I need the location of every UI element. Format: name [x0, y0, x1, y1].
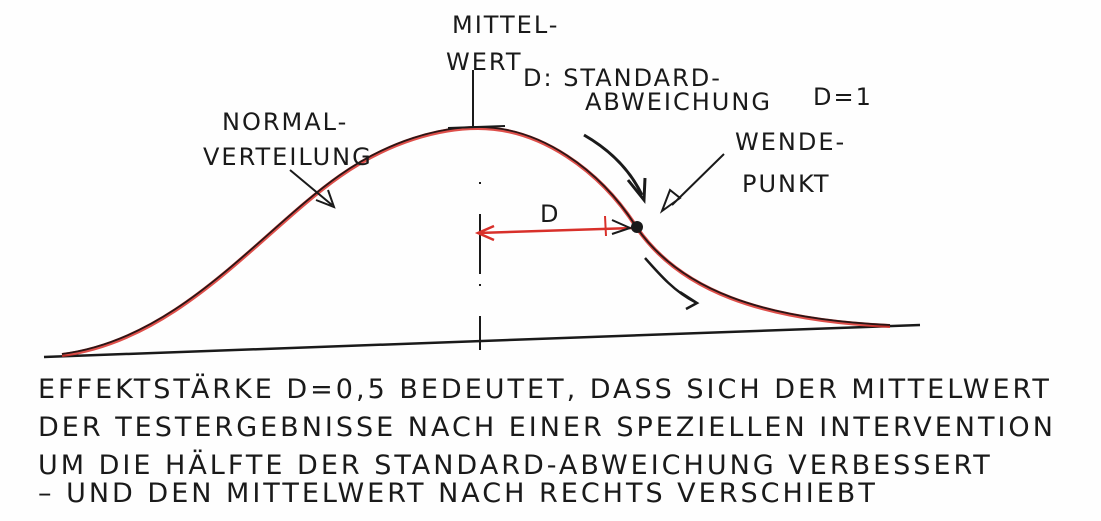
sd-arrow-head-right	[611, 219, 633, 235]
arrow-to-curve	[289, 169, 336, 209]
normal-label-line2: VERTEILUNG	[203, 143, 373, 171]
sd-arrow-head-left	[474, 224, 495, 242]
caption-line-2: DER TESTERGEBNISSE NACH EINER SPEZIELLEN…	[38, 412, 1056, 443]
mean-label-line1: MITTEL-	[452, 11, 559, 39]
arrow-to-inflection-point	[659, 153, 725, 214]
caption-line-1: EFFEKTSTÄRKE D=0,5 BEDEUTET, DASS SICH D…	[38, 373, 1052, 405]
arrow-head	[626, 177, 647, 205]
normal-label-line1: NORMAL-	[222, 108, 348, 136]
arrow-down-to-inflection	[583, 133, 644, 196]
caption-line-3: UM DIE HÄLFTE DER STANDARD-ABWEICHUNG VE…	[38, 449, 993, 481]
baseline	[43, 323, 921, 359]
sd-tick	[604, 215, 607, 237]
peak-tick	[447, 125, 506, 129]
sd-label-line1: D: STANDARD-	[523, 64, 722, 92]
caption-line-4: – UND DEN MITTELWERT NACH RECHTS VERSCHI…	[38, 478, 878, 509]
inflection-label-line1: WENDE-	[735, 128, 846, 156]
inflection-point	[631, 221, 643, 233]
arrow-along-tail	[644, 257, 700, 311]
sd-label-line2: ABWEICHUNG	[585, 88, 772, 116]
sd-arrow	[477, 226, 634, 235]
inflection-label-line2: PUNKT	[742, 170, 831, 198]
normal-curve-ink	[61, 126, 891, 355]
mean-label-line2: WERT	[446, 48, 522, 76]
normal-curve-red	[61, 125, 891, 357]
sd-arrow-label: D	[540, 200, 560, 228]
sd-value-label: D=1	[813, 83, 873, 111]
